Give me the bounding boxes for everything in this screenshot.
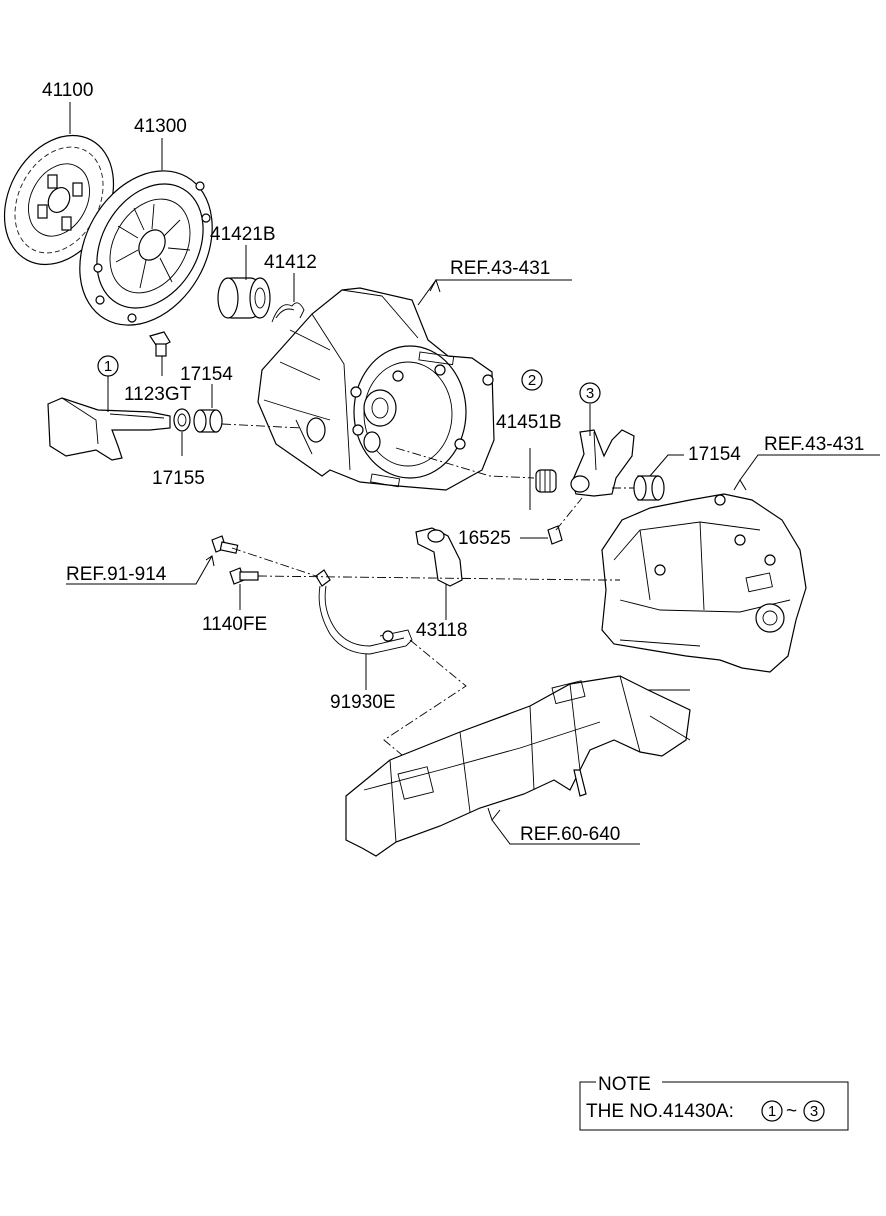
label-17155: 17155 <box>152 468 205 489</box>
label-17154-right: 17154 <box>688 444 741 465</box>
label-91930e: 91930E <box>330 692 396 713</box>
transaxle-assembly[interactable] <box>601 493 807 673</box>
release-clip[interactable] <box>271 302 305 323</box>
bushing-17155[interactable] <box>173 408 191 432</box>
ground-wire[interactable] <box>315 569 413 655</box>
bolt-ref-91-914[interactable] <box>211 535 239 554</box>
release-fork[interactable] <box>47 397 171 461</box>
svg-text:3: 3 <box>586 385 594 402</box>
svg-text:1: 1 <box>104 358 112 375</box>
note-range-to: 3 <box>810 1103 818 1120</box>
return-spring[interactable] <box>535 469 557 493</box>
label-41412: 41412 <box>264 252 317 273</box>
bolt-1123gt[interactable] <box>149 331 171 357</box>
label-43118: 43118 <box>416 620 467 641</box>
label-1123gt: 1123GT <box>124 384 192 405</box>
label-17154-left: 17154 <box>180 364 233 385</box>
label-ref-43-431-housing: REF.43-431 <box>450 258 550 279</box>
label-41451b: 41451B <box>496 412 562 433</box>
label-ref-91-914: REF.91-914 <box>66 564 167 585</box>
release-bearing[interactable] <box>217 277 271 319</box>
label-41100: 41100 <box>42 80 93 101</box>
label-ref-60-640: REF.60-640 <box>520 824 620 845</box>
screw-1140fe[interactable] <box>229 567 259 585</box>
note-range-sep: ~ <box>786 1101 797 1122</box>
label-16525: 16525 <box>458 528 511 549</box>
note-title: NOTE <box>598 1074 651 1095</box>
side-member-frame[interactable] <box>345 675 691 857</box>
fork-bracket[interactable] <box>570 429 635 497</box>
clutch-housing[interactable] <box>257 287 495 491</box>
callout-1: 1 <box>97 355 119 377</box>
label-1140fe: 1140FE <box>202 614 267 635</box>
label-ref-43-431-trans: REF.43-431 <box>764 434 864 455</box>
callout-3: 3 <box>579 382 601 404</box>
note-box: NOTE THE NO.41430A: 1 ~ 3 <box>579 1074 849 1131</box>
label-41421b: 41421B <box>210 224 276 245</box>
svg-text:2: 2 <box>528 372 536 389</box>
bushing-17154-right[interactable] <box>633 475 665 501</box>
label-41300: 41300 <box>134 116 187 137</box>
bushing-17154-left[interactable] <box>193 409 223 433</box>
clutch-disc[interactable] <box>0 116 135 283</box>
callout-2: 2 <box>521 369 543 391</box>
note-range-from: 1 <box>768 1103 776 1120</box>
pivot-pin[interactable] <box>547 497 583 545</box>
clutch-cover[interactable] <box>53 147 239 349</box>
note-text: THE NO.41430A: <box>586 1101 734 1122</box>
mount-bracket[interactable] <box>415 527 463 587</box>
